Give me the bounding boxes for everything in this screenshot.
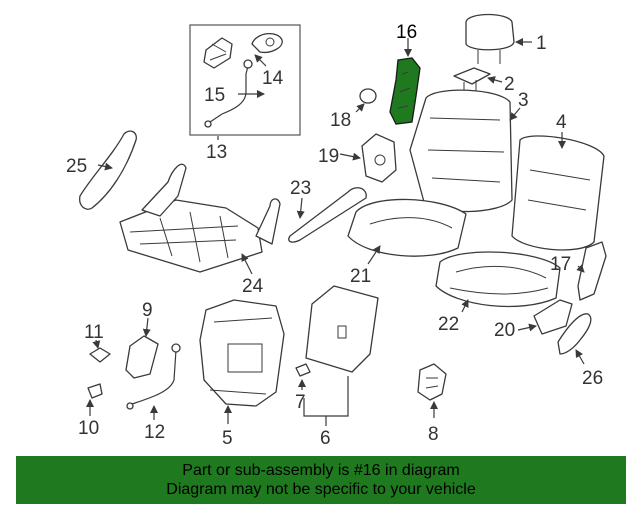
callout-24: 24 bbox=[242, 276, 264, 297]
part-1-headrest bbox=[465, 13, 515, 64]
part-21-cushion-pad bbox=[347, 198, 467, 257]
callout-16: 16 bbox=[396, 22, 417, 43]
callout-5: 5 bbox=[222, 428, 233, 449]
callout-7: 7 bbox=[295, 392, 306, 413]
callout-26: 26 bbox=[582, 368, 603, 389]
part-24-seat-frame bbox=[119, 163, 281, 273]
callout-19: 19 bbox=[318, 146, 339, 167]
part-9-cover bbox=[125, 335, 159, 379]
banner-line-part: Part or sub-assembly is #16 in diagram bbox=[182, 462, 460, 479]
callout-11: 11 bbox=[84, 322, 104, 343]
info-banner: Part or sub-assembly is #16 in diagram D… bbox=[16, 456, 626, 504]
part-7-clip bbox=[295, 363, 311, 377]
callout-23: 23 bbox=[290, 178, 311, 199]
callout-20: 20 bbox=[494, 320, 515, 341]
part-10-clip bbox=[87, 383, 103, 399]
callout-15: 15 bbox=[204, 85, 225, 106]
part-20-trim bbox=[533, 299, 573, 335]
callout-labels: 1 2 3 4 5 6 7 8 9 10 11 12 13 14 15 16 1… bbox=[66, 22, 603, 449]
part-5-seatback-frame bbox=[199, 299, 285, 407]
part-23-recliner-lever bbox=[288, 187, 367, 243]
callout-2: 2 bbox=[504, 74, 515, 95]
part-26-trim bbox=[557, 313, 592, 355]
callout-25: 25 bbox=[66, 156, 87, 177]
part-18-knob bbox=[359, 88, 377, 104]
callout-17: 17 bbox=[550, 254, 571, 275]
part-6-back-panel bbox=[305, 285, 379, 373]
part-11-clip bbox=[89, 347, 111, 363]
part-3-seatback-cover bbox=[409, 89, 513, 213]
callout-10: 10 bbox=[78, 418, 99, 439]
part-19-recliner-cover bbox=[361, 133, 397, 183]
callout-14: 14 bbox=[262, 68, 284, 89]
callout-13: 13 bbox=[206, 142, 227, 163]
part-12-cable bbox=[126, 343, 181, 410]
leader-lines bbox=[86, 38, 585, 426]
part-25-side-trim bbox=[79, 130, 137, 210]
callout-22: 22 bbox=[438, 314, 459, 335]
part-8-latch bbox=[417, 363, 447, 401]
callout-12: 12 bbox=[144, 422, 165, 443]
callout-6: 6 bbox=[320, 428, 331, 449]
part-17-trim bbox=[577, 241, 607, 301]
banner-line-disclaimer: Diagram may not be specific to your vehi… bbox=[166, 481, 476, 498]
part-22-cushion-cover bbox=[435, 251, 561, 308]
part-4-seatback-pad bbox=[511, 135, 605, 251]
callout-3: 3 bbox=[518, 90, 529, 111]
callout-21: 21 bbox=[350, 266, 371, 287]
callout-8: 8 bbox=[428, 424, 439, 445]
inset-box-recliner-cable bbox=[189, 24, 301, 136]
part-16-highlighted[interactable] bbox=[389, 57, 421, 125]
callout-18: 18 bbox=[330, 110, 351, 131]
callout-1: 1 bbox=[536, 33, 547, 54]
callout-9: 9 bbox=[142, 300, 153, 321]
callout-4: 4 bbox=[556, 112, 567, 133]
